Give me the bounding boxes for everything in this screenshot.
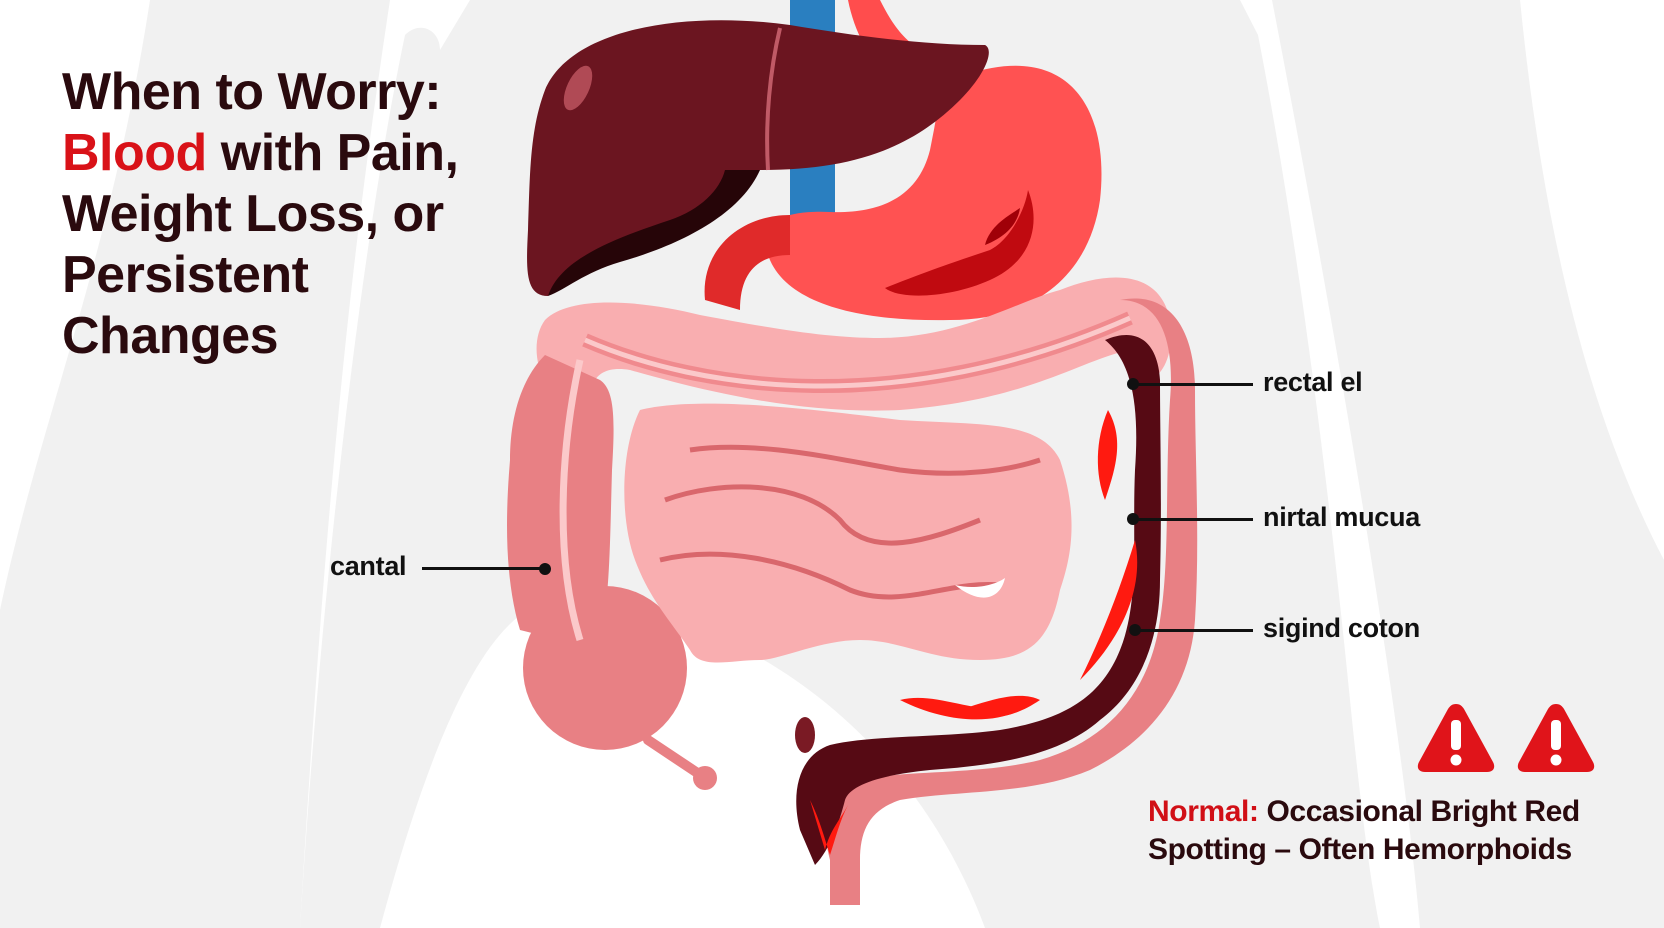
warning-triangle-icon xyxy=(1417,704,1495,772)
callout-dot xyxy=(539,563,551,575)
warning-icons xyxy=(1416,700,1596,774)
callout-leader-line xyxy=(1135,629,1253,632)
note-line-2: Spotting – Often Hemorphoids xyxy=(1148,833,1572,866)
title-line-3: Weight Loss, or xyxy=(62,185,444,243)
callout-leader-line xyxy=(1133,518,1253,521)
large-intestine xyxy=(507,277,1171,790)
callout-label-cantal: cantal xyxy=(330,551,407,581)
title-line-4: Persistent xyxy=(62,246,309,304)
note-line-1-rest: Occasional Bright Red xyxy=(1258,795,1580,828)
title-line-1: When to Worry: xyxy=(62,63,442,121)
title-line-2: Blood with Pain, xyxy=(62,123,459,184)
title-highlight-blood: Blood xyxy=(62,124,207,182)
note-highlight-normal: Normal: xyxy=(1148,795,1259,828)
page-title: When to Worry: Blood with Pain, Weight L… xyxy=(62,62,459,367)
normal-note: Normal: Occasional Bright Red Spotting –… xyxy=(1148,793,1580,869)
note-line-1: Normal: Occasional Bright Red xyxy=(1148,793,1580,831)
title-line-2-rest: with Pain, xyxy=(206,124,459,182)
callout-label-sigmoid: sigind coton xyxy=(1263,613,1420,643)
callout-leader-line xyxy=(1133,383,1253,386)
title-line-5: Changes xyxy=(62,307,279,365)
liver xyxy=(527,20,989,296)
stomach xyxy=(704,65,1102,321)
bleeding-colon xyxy=(795,298,1198,905)
callout-leader-line xyxy=(422,567,544,570)
warning-triangle-icon xyxy=(1517,704,1595,772)
callout-label-mucosa: nirtal mucua xyxy=(1263,502,1420,532)
small-intestine xyxy=(624,403,1072,663)
callout-label-rectal: rectal el xyxy=(1263,367,1363,397)
